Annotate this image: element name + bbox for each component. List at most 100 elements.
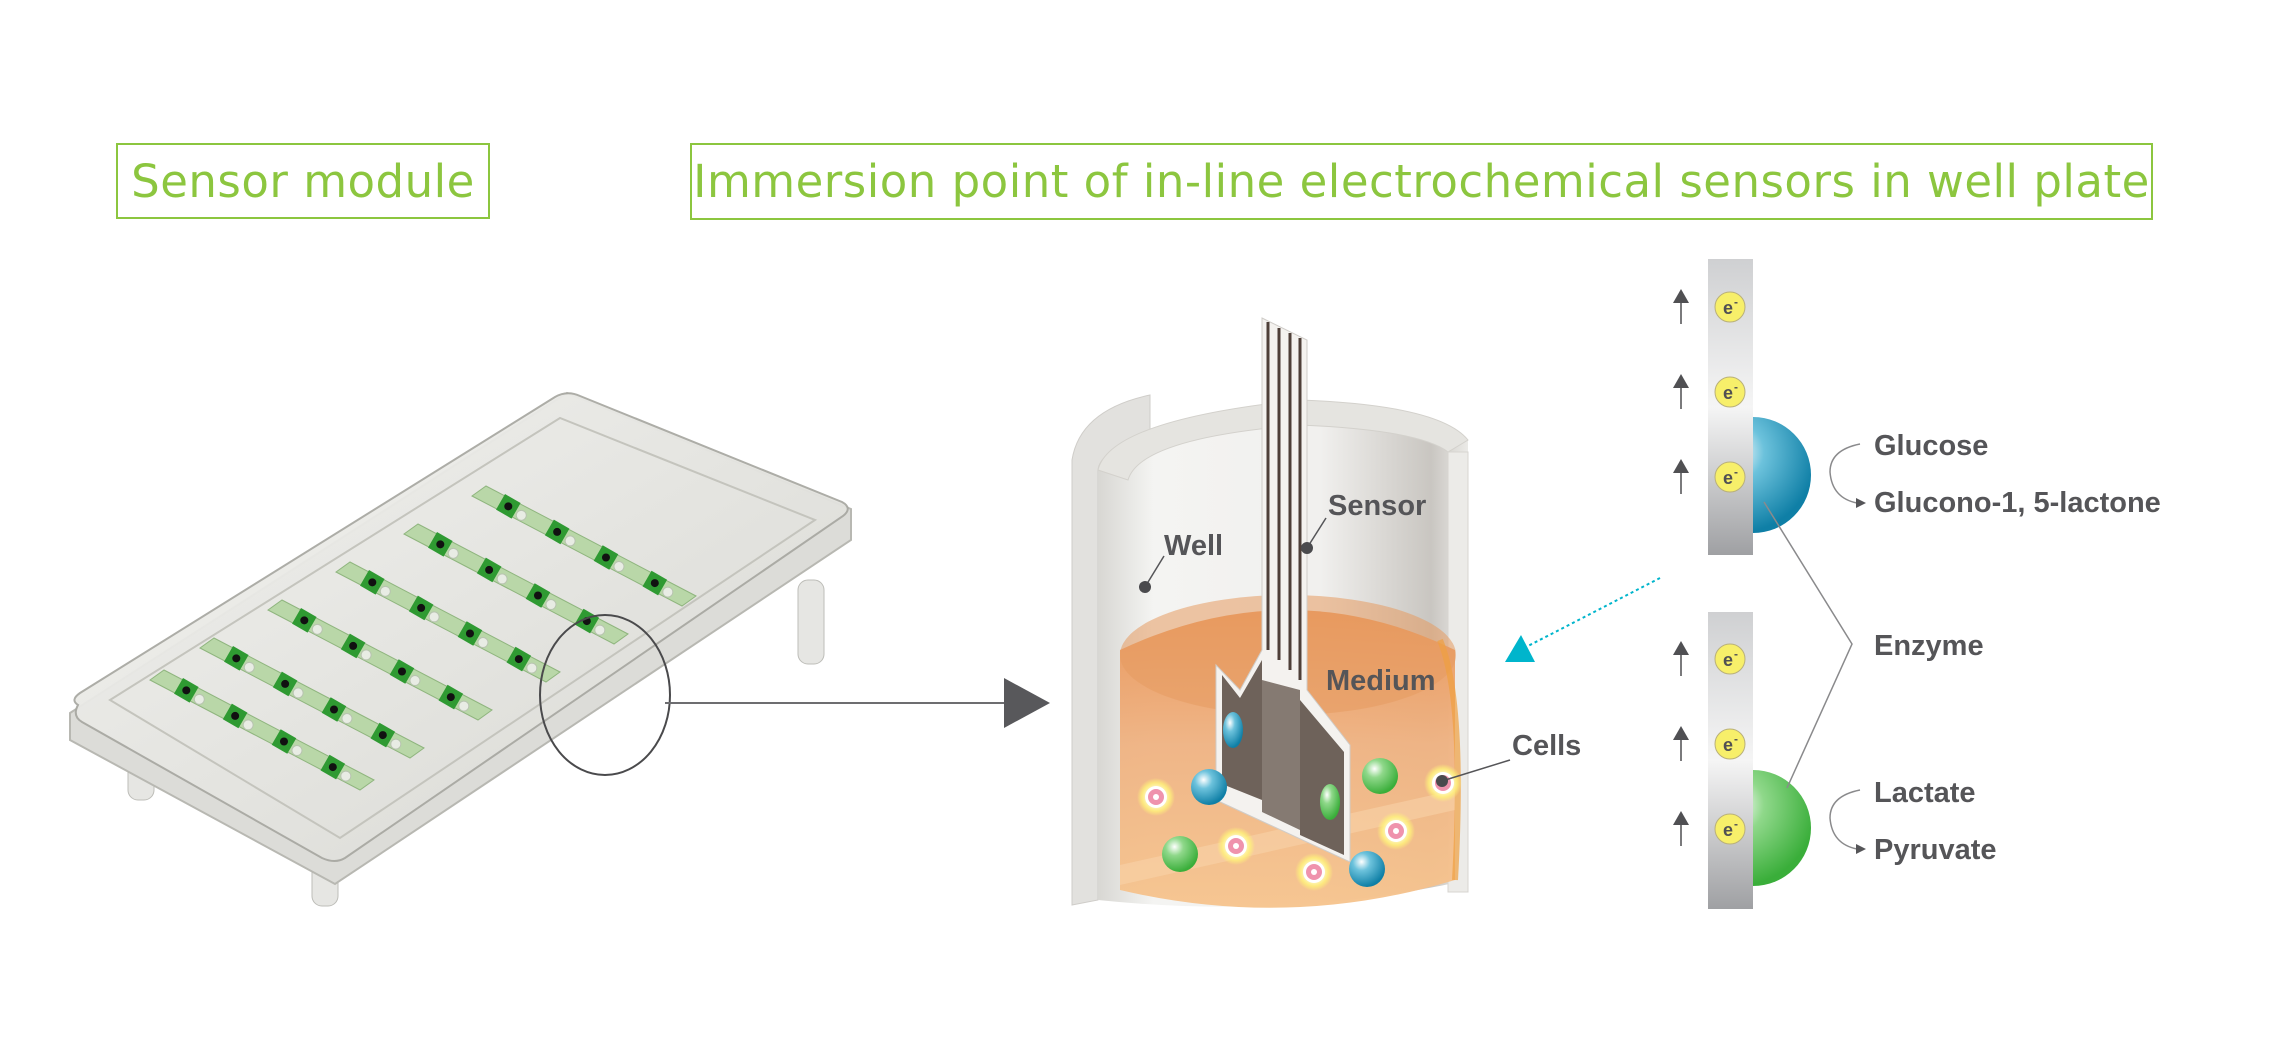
sensor-chip-hole [300,616,309,625]
sensor-chip-hole [446,693,455,702]
sensor-chip-hole [485,565,494,574]
pyruvate-label: Pyruvate [1874,834,1997,866]
sensor-chip-hole [436,540,445,549]
cell [1377,812,1415,850]
sensor-well-dot [428,611,440,623]
sensor-well-dot [515,509,527,521]
up-arrow-head [1673,726,1689,740]
electron-icon [1714,813,1746,845]
probe-lactate-electrode [1320,784,1340,820]
sensor-chip-hole [601,553,610,562]
lactate-molecule [1362,758,1398,794]
cell [1295,853,1333,891]
glucose-molecule [1191,769,1227,805]
electron: e- [1673,811,1746,846]
up-arrow-head [1673,374,1689,388]
electron: e- [1673,374,1746,409]
sensor-module-title-box: Sensor module [116,143,490,219]
lactate-label: Lactate [1874,777,1976,809]
detail-pointer-arrow [1505,577,1661,662]
electron: e- [1673,726,1746,761]
sensor-chip-hole [368,578,377,587]
sensor-chip-hole [504,502,513,511]
lactate-reaction-arrow [1829,789,1866,854]
sensor-well-dot [390,738,402,750]
sensor-chip-hole [650,579,659,588]
sensor-strip [199,637,425,759]
electron-symbol: e [1723,735,1733,755]
sensor-well-dot [193,693,205,705]
sensor-well-dot [594,624,606,636]
sensor-chip-hole [378,731,387,740]
glucose-molecule [1349,851,1385,887]
electron-charge: - [1734,732,1738,746]
electron-symbol: e [1723,298,1733,318]
electron-icon [1714,728,1746,760]
lactate-molecule [1162,836,1198,872]
probe-glucose-electrode [1223,712,1243,748]
electron: e- [1673,289,1746,324]
electron-symbol: e [1723,650,1733,670]
sensor-well-dot [292,687,304,699]
well-illustration: Well Sensor Medium Cells [1071,317,1581,908]
electron: e- [1673,641,1746,676]
glucono-lactone-label: Glucono-1, 5-lactone [1874,487,2161,519]
electron-charge: - [1734,295,1738,309]
sensor-chip-hole [328,763,337,772]
immersion-point-title: Immersion point of in-line electrochemic… [693,155,2150,208]
label-pointers [1139,517,1511,787]
sensor-chip-hole [232,654,241,663]
sensor-well-dot [545,599,557,611]
sensor-well-dot [243,661,255,673]
up-arrow-head [1673,459,1689,473]
sensor-well-dot [447,547,459,559]
glucose-enzyme-sphere [1753,417,1811,533]
enzyme-bracket [1763,501,1853,789]
electron-icon [1714,461,1746,493]
sensor-strip [267,599,493,721]
sensor-well-dot [291,745,303,757]
sensor-label: Sensor [1328,490,1426,522]
sensor-well-dot [360,649,372,661]
electron-symbol: e [1723,820,1733,840]
sensor-well-dot [379,585,391,597]
sensor-well-dot [458,700,470,712]
sensor-module-title: Sensor module [131,154,475,208]
sensor-well-dot [341,713,353,725]
sensor-chip-hole [397,667,406,676]
electron-charge: - [1734,817,1738,831]
sensor-probe [1215,317,1351,863]
immersion-point-title-box: Immersion point of in-line electrochemic… [690,143,2153,220]
up-arrow-head [1673,289,1689,303]
cell [1217,827,1255,865]
electron-flow: e-e-e-e-e-e- [1673,289,1746,846]
sensor-chip-hole [417,603,426,612]
up-arrow-head [1673,811,1689,825]
lactate-electrode-detail [1708,612,1811,909]
sensor-strip [471,485,697,607]
sensor-chip-hole [329,705,338,714]
sensor-chip-hole [514,655,523,664]
sensor-well-dot [409,675,421,687]
cells-label: Cells [1512,730,1581,762]
electron-charge: - [1734,647,1738,661]
sensor-chip-hole [231,711,240,720]
sensor-strip [149,669,375,791]
sensor-well-dot [526,662,538,674]
sensor-well-dot [496,573,508,585]
sensor-chip-hole [553,527,562,536]
glucose-electrode-detail [1708,259,1811,555]
electron: e- [1673,459,1746,494]
electron-icon [1714,376,1746,408]
sensor-chip-hole [533,591,542,600]
sensor-well-dot [311,623,323,635]
lactate-enzyme-sphere [1753,770,1811,886]
zoom-arrow [665,678,1050,728]
sensor-chip-hole [182,686,191,695]
glucose-reaction-arrow [1829,443,1866,508]
electron-symbol: e [1723,468,1733,488]
sensor-well-dot [662,586,674,598]
electron-symbol: e [1723,383,1733,403]
glucose-label: Glucose [1874,430,1988,462]
sensor-well-dot [242,719,254,731]
